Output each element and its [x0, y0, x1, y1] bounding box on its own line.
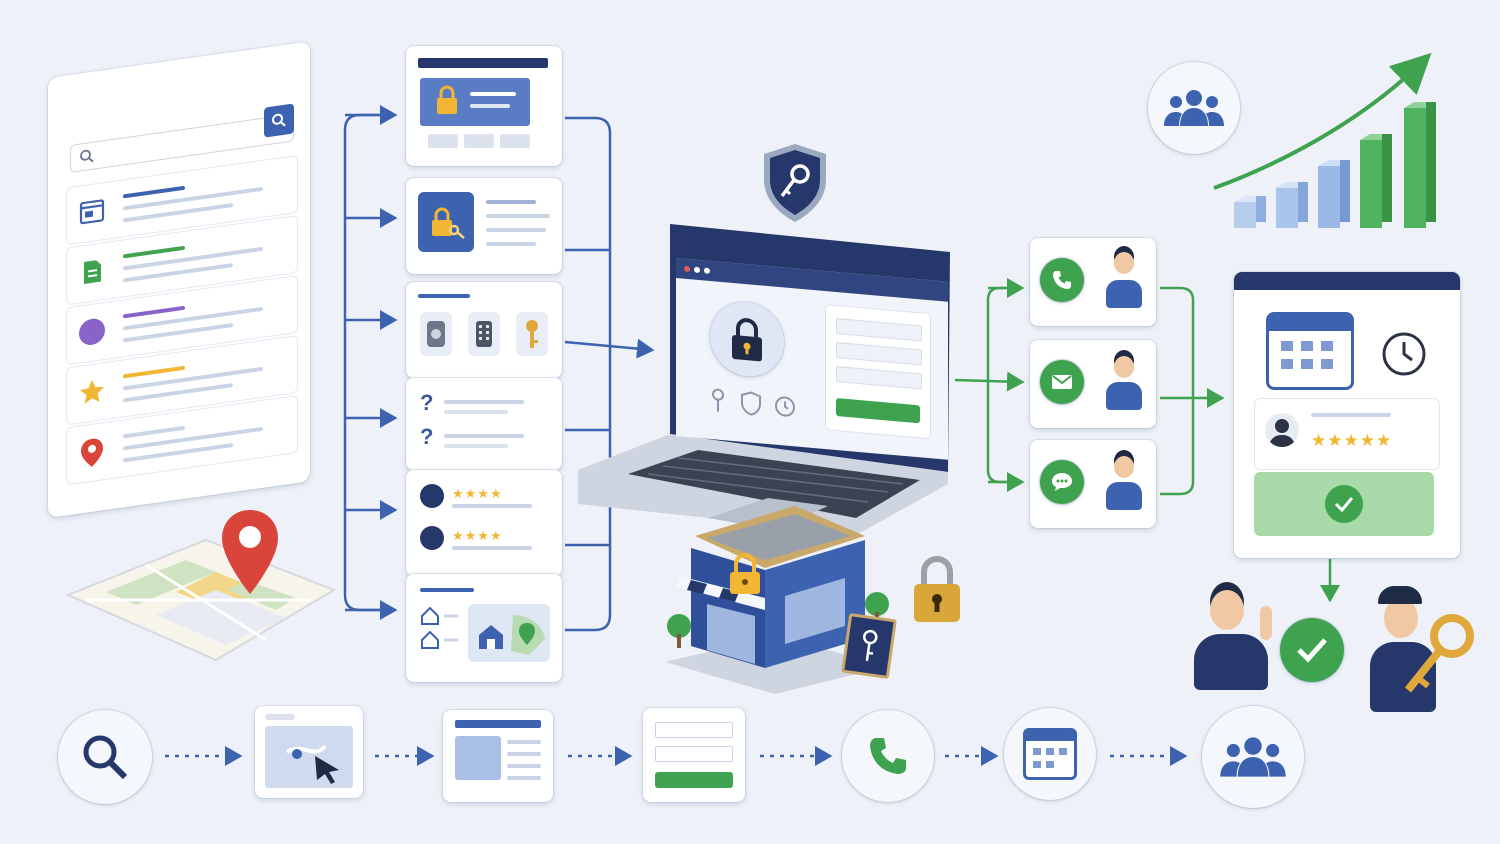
result-row[interactable]: [66, 394, 298, 486]
locksmith-figure: [1366, 586, 1476, 716]
location-pin-icon: [222, 510, 278, 594]
key-icon: [526, 320, 538, 348]
result-row[interactable]: [66, 214, 298, 306]
result-row[interactable]: [66, 334, 298, 426]
home-location-icon: [421, 606, 458, 649]
map-click-icon: [285, 744, 339, 784]
content-card-hardware[interactable]: [406, 282, 562, 378]
search-icon: [272, 113, 286, 127]
customer-figure: [1190, 586, 1282, 694]
person-avatar: [1106, 252, 1142, 312]
key-icon: [1404, 614, 1474, 693]
flow-step-form: [643, 708, 745, 802]
question-icon: [79, 316, 105, 347]
laptop-screen: [676, 258, 948, 460]
calendar-icon: [1023, 728, 1077, 780]
password-field[interactable]: [836, 341, 922, 366]
mail-icon: [1040, 360, 1084, 404]
booking-panel: ★★★★★: [1234, 272, 1460, 558]
flow-step-map-click: [255, 706, 363, 798]
search-bar[interactable]: [70, 113, 294, 173]
question-icon: ?: [420, 390, 434, 415]
lock-icon-badge: [710, 298, 784, 380]
flow-step-search: [58, 710, 152, 804]
star-rating-icon: ★★★★: [452, 486, 503, 501]
lock-icon: [437, 85, 457, 114]
group-icon: [1164, 90, 1224, 126]
person-avatar: [1106, 454, 1142, 514]
extra-field[interactable]: [836, 365, 922, 390]
content-card-security-page[interactable]: [406, 46, 562, 166]
content-card-locksmith[interactable]: [406, 178, 562, 274]
group-icon-badge: [1148, 62, 1240, 154]
flow-step-phone: [842, 710, 934, 802]
clock-icon: [1382, 332, 1426, 376]
group-icon: [1220, 737, 1286, 777]
browser-icon: [79, 199, 105, 225]
contact-card-email[interactable]: [1030, 340, 1156, 428]
shield-key-icon: [764, 144, 826, 222]
search-results-panel: [48, 41, 310, 518]
smart-lock-icon: [427, 321, 445, 347]
webpage-icon: [455, 736, 501, 780]
shield-icon: [741, 391, 761, 416]
map-icon: [479, 615, 545, 655]
flow-step-group: [1202, 706, 1304, 808]
padlock-icon: [914, 556, 960, 622]
location-pin-icon: [81, 438, 103, 467]
star-icon: [80, 379, 104, 404]
document-icon: [84, 260, 101, 284]
avatar: [420, 526, 444, 550]
avatar: [1265, 413, 1299, 447]
map-tile: [65, 510, 337, 670]
search-button[interactable]: [264, 103, 294, 138]
clock-icon: [775, 396, 795, 417]
star-rating-icon: ★★★★★: [1311, 431, 1393, 450]
search-icon: [83, 735, 128, 780]
contact-card-chat[interactable]: [1030, 440, 1156, 528]
growth-chart-icon: [1213, 52, 1436, 228]
content-card-reviews[interactable]: ★★★★ ★★★★: [406, 470, 562, 576]
confirm-button[interactable]: [1254, 472, 1434, 536]
chat-icon: [1040, 460, 1084, 504]
keypad-lock-icon: [476, 321, 492, 347]
avatar: [420, 484, 444, 508]
locksmith-storefront: [655, 486, 897, 696]
phone-icon: [1040, 258, 1084, 302]
star-rating-icon: ★★★★: [452, 528, 503, 543]
check-icon: [1325, 485, 1363, 523]
username-field[interactable]: [836, 317, 922, 342]
phone-icon: [870, 738, 906, 774]
submit-button[interactable]: [836, 397, 920, 424]
check-icon: [1280, 618, 1344, 682]
login-form: [826, 305, 930, 439]
contact-card-phone[interactable]: [1030, 238, 1156, 326]
lock-icon: [732, 318, 762, 362]
key-icon: [863, 629, 878, 662]
content-card-location[interactable]: [406, 574, 562, 682]
lock-icon: [730, 553, 760, 594]
person-avatar: [1106, 354, 1142, 414]
review-row: ★★★★★: [1254, 398, 1440, 470]
key-sign: [841, 612, 897, 680]
search-icon: [79, 147, 95, 170]
lock-key-icon: [432, 207, 465, 239]
form-icon: [655, 722, 733, 738]
laptop: [568, 222, 958, 542]
result-row[interactable]: [66, 154, 298, 246]
question-icon: ?: [420, 424, 434, 449]
flow-step-calendar: [1004, 708, 1096, 800]
key-icon: [712, 388, 724, 412]
calendar-icon: [1266, 312, 1354, 390]
content-card-faq[interactable]: ? ?: [406, 378, 562, 470]
flow-step-webpage: [443, 710, 553, 802]
